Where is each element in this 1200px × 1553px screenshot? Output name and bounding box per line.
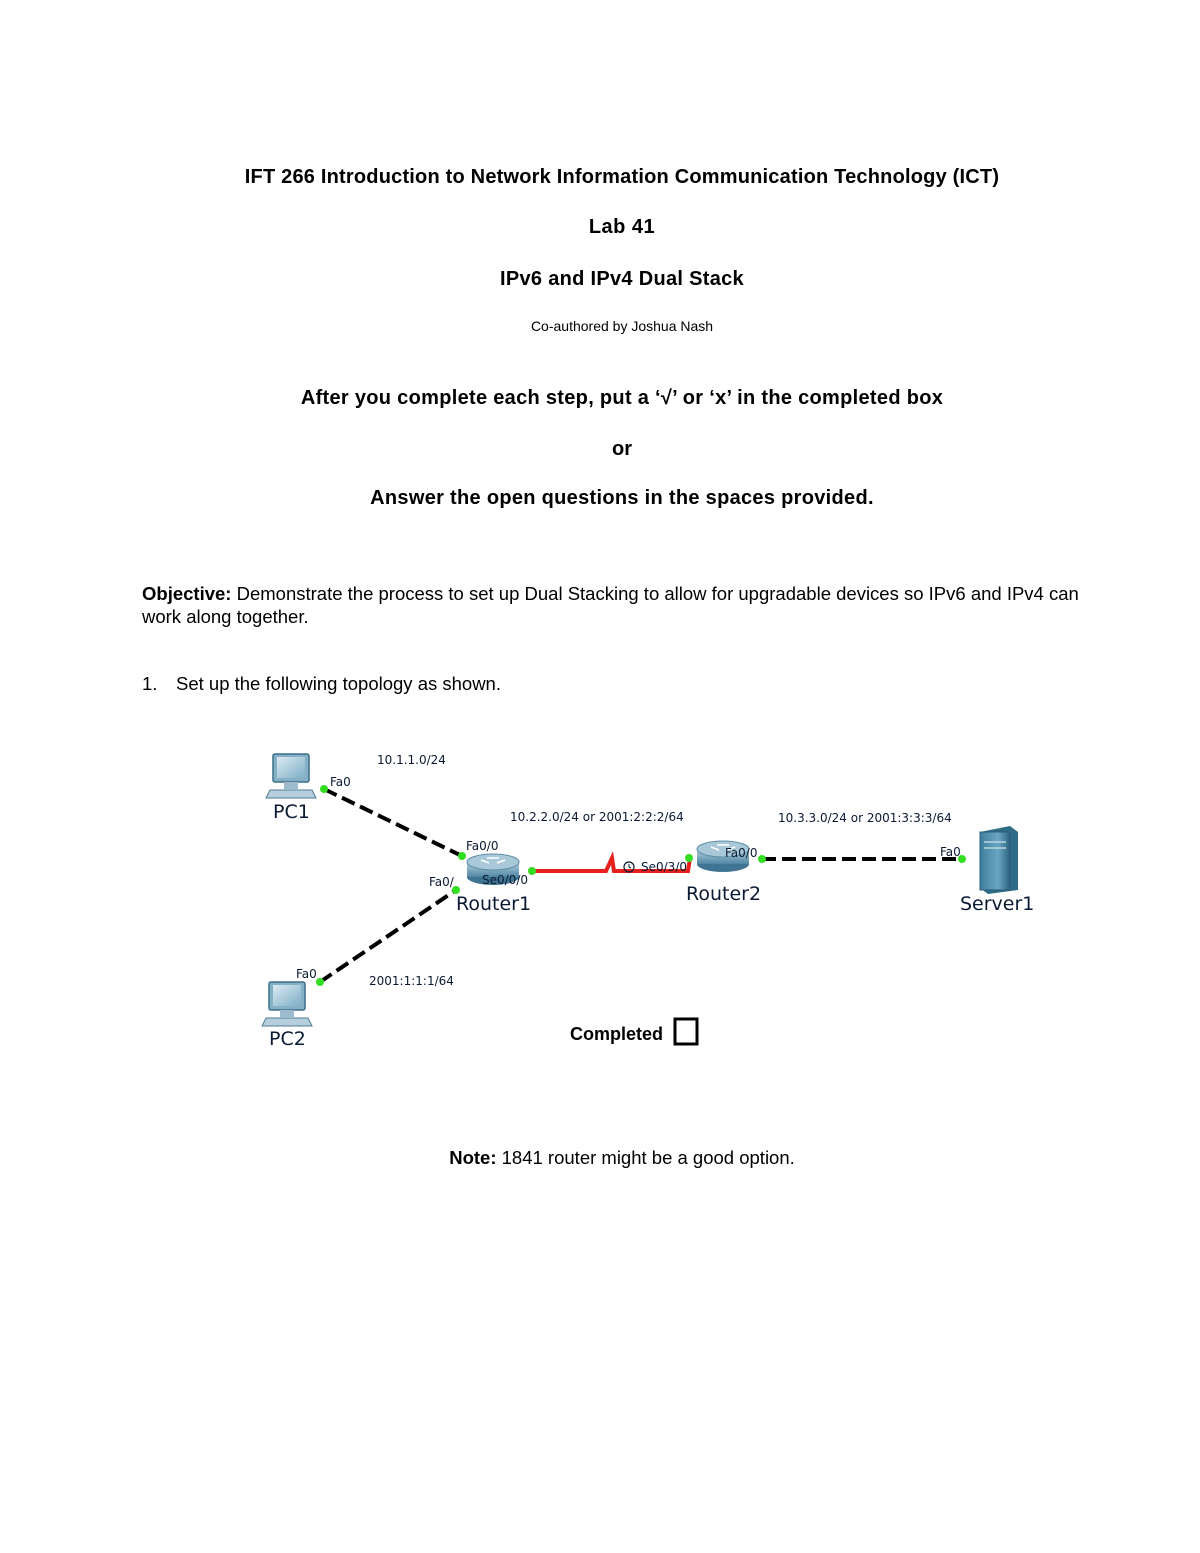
server1-interface-label: Fa0 [940,845,961,859]
completed-checkbox[interactable] [673,1017,699,1046]
pc2-label: PC2 [269,1028,306,1050]
pc2-icon [261,981,313,1027]
link-status-dot [452,886,460,894]
note-text: 1841 router might be a good option. [496,1147,795,1168]
link-status-dot [685,854,693,862]
note-paragraph: Note: 1841 router might be a good option… [0,1147,1200,1169]
objective-label: Objective: [142,583,232,604]
link-pc2-router1 [318,888,458,984]
router2-fa00-label: Fa0/0 [725,846,757,860]
link-status-dot [458,852,466,860]
router2-serial-label: Se0/3/0 [641,860,687,874]
lan2-network-label: 2001:1:1:1/64 [369,974,454,988]
link-status-dot [528,867,536,875]
author-line: Co-authored by Joshua Nash [530,318,714,334]
step-1-number: 1. [142,673,158,694]
clock-icon [623,861,635,873]
note-label: Note: [449,1147,497,1168]
completed-label: Completed [570,1024,663,1044]
router1-serial-label: Se0/0/0 [482,873,528,887]
instruction-answer-questions: Answer the open questions in the spaces … [370,487,874,509]
router1-fa01-label: Fa0/ [429,875,455,889]
router1-fa00-label: Fa0/0 [466,839,498,853]
lab-topic: IPv6 and IPv4 Dual Stack [500,268,744,290]
pc1-icon [265,753,317,799]
router1-icon [466,853,520,885]
course-title: IFT 266 Introduction to Network Informat… [244,166,1000,188]
link-status-dot [958,855,966,863]
link-pc1-router1 [323,787,463,858]
lan1-network-label: 10.1.1.0/24 [377,753,446,767]
step-1-text: Set up the following topology as shown. [176,673,501,694]
objective-paragraph: Objective: Demonstrate the process to se… [142,582,1112,628]
server1-label: Server1 [960,893,1034,915]
link-router1-router2-serial [532,851,692,873]
link-status-dot [320,785,328,793]
lan3-network-label: 10.3.3.0/24 or 2001:3:3:3/64 [778,811,952,825]
instruction-complete-step: After you complete each step, put a ‘√’ … [300,387,944,409]
link-status-dot [758,855,766,863]
wan-network-label: 10.2.2.0/24 or 2001:2:2:2/64 [510,810,684,824]
link-status-dot [316,978,324,986]
step-1: 1. Set up the following topology as shown… [142,673,501,695]
router2-label: Router2 [686,883,761,905]
router1-label: Router1 [456,893,531,915]
instruction-or: or [612,438,632,460]
lab-number: Lab 41 [588,216,656,238]
router2-icon [696,840,750,872]
server1-icon [979,826,1018,894]
pc1-interface-label: Fa0 [330,775,351,789]
pc1-label: PC1 [273,801,310,823]
pc2-interface-label: Fa0 [296,967,317,981]
objective-text: Demonstrate the process to set up Dual S… [142,583,1079,627]
